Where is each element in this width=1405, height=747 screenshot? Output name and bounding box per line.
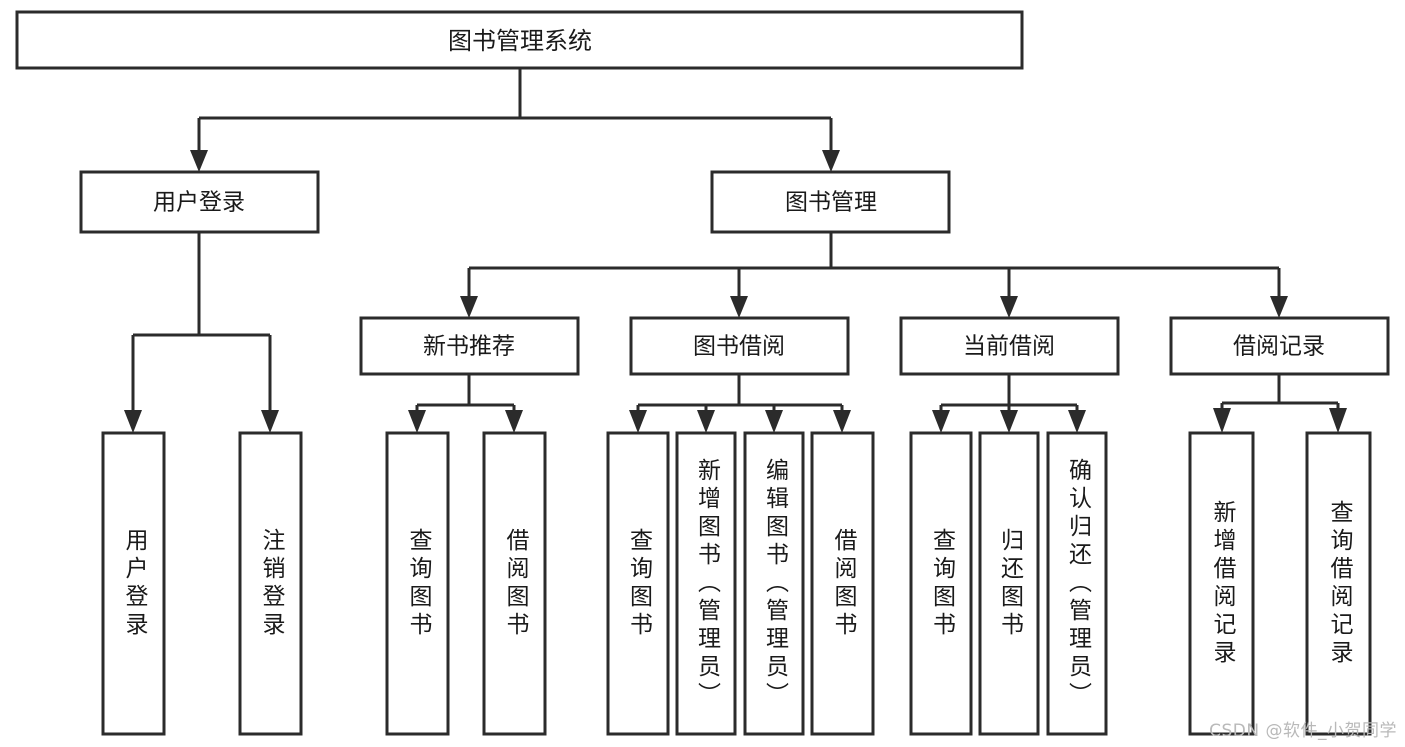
leaf-box-book-borrow-3[interactable] <box>743 431 805 736</box>
arrowhead-leaf-new-book-1 <box>408 410 426 433</box>
leaf-box-user-login-1[interactable] <box>101 431 166 736</box>
arrowhead-leaf-new-book-2 <box>505 410 523 433</box>
leaf-boxes-user-login <box>101 431 303 736</box>
arrowhead-book-manage <box>822 150 840 172</box>
node-book-manage-box[interactable] <box>710 170 951 234</box>
leaf-box-book-borrow-1[interactable] <box>606 431 670 736</box>
connector-group-book-borrow <box>629 374 851 433</box>
arrowhead-leaf-current-borrow-2 <box>1000 410 1018 433</box>
leaf-boxes-new-book-recommend <box>385 431 547 736</box>
connector-group-root <box>190 68 840 172</box>
leaf-boxes-borrow-record <box>1188 431 1372 736</box>
node-root-label: 图书管理系统 <box>448 27 592 55</box>
node-book-borrow-label: 图书借阅 <box>693 334 785 360</box>
arrowhead-current-borrow <box>1000 296 1018 318</box>
node-borrow-record-box[interactable] <box>1169 316 1390 376</box>
arrowhead-leaf-book-borrow-3 <box>765 410 783 433</box>
leaf-box-borrow-record-2[interactable] <box>1305 431 1372 736</box>
leaf-boxes-current-borrow <box>909 431 1108 736</box>
node-user-login-label: 用户登录 <box>153 190 245 216</box>
node-root-box[interactable] <box>15 10 1024 70</box>
connector-group-new-book <box>408 374 523 433</box>
arrowhead-leaf-user-login-1 <box>124 410 142 433</box>
connector-group-current-borrow <box>932 374 1086 433</box>
leaf-box-book-borrow-4[interactable] <box>810 431 875 736</box>
arrowhead-leaf-book-borrow-1 <box>629 410 647 433</box>
leaf-box-borrow-record-1[interactable] <box>1188 431 1255 736</box>
node-current-borrow-label: 当前借阅 <box>963 334 1055 360</box>
node-book-manage-label: 图书管理 <box>785 190 877 216</box>
leaf-box-current-borrow-1[interactable] <box>909 431 973 736</box>
leaf-box-book-borrow-2[interactable] <box>675 431 737 736</box>
node-book-borrow-box[interactable] <box>629 316 850 376</box>
arrowhead-leaf-book-borrow-4 <box>833 410 851 433</box>
leaf-box-current-borrow-3[interactable] <box>1046 431 1108 736</box>
leaf-box-user-login-2[interactable] <box>238 431 303 736</box>
arrowhead-leaf-current-borrow-1 <box>932 410 950 433</box>
arrowhead-leaf-borrow-record-1 <box>1213 408 1231 433</box>
connector-group-book-manage <box>460 232 1288 318</box>
node-book-borrow[interactable]: 图书借阅 <box>629 316 850 376</box>
node-current-borrow-box[interactable] <box>899 316 1120 376</box>
node-borrow-record-label: 借阅记录 <box>1233 334 1325 360</box>
node-user-login[interactable]: 用户登录 <box>79 170 320 234</box>
node-current-borrow[interactable]: 当前借阅 <box>899 316 1120 376</box>
arrowhead-book-borrow <box>730 296 748 318</box>
arrowhead-user-login <box>190 150 208 172</box>
node-new-book-recommend[interactable]: 新书推荐 <box>359 316 580 376</box>
arrowhead-leaf-user-login-2 <box>261 410 279 433</box>
leaf-box-new-book-1[interactable] <box>385 431 450 736</box>
arrowhead-new-book <box>460 296 478 318</box>
leaf-box-new-book-2[interactable] <box>482 431 547 736</box>
arrowhead-leaf-current-borrow-3 <box>1068 410 1086 433</box>
connector-group-borrow-record <box>1213 374 1347 433</box>
csdn-watermark: CSDN @软件_小贺同学 <box>1209 721 1397 741</box>
connector-group-user-login <box>124 232 279 433</box>
leaf-box-current-borrow-2[interactable] <box>978 431 1040 736</box>
node-user-login-box[interactable] <box>79 170 320 234</box>
node-root[interactable]: 图书管理系统 <box>15 10 1024 70</box>
arrowhead-leaf-borrow-record-2 <box>1329 408 1347 433</box>
arrowhead-leaf-book-borrow-2 <box>697 410 715 433</box>
node-new-book-recommend-label: 新书推荐 <box>423 334 515 360</box>
leaf-boxes-book-borrow <box>606 431 875 736</box>
node-borrow-record[interactable]: 借阅记录 <box>1169 316 1390 376</box>
node-new-book-recommend-box[interactable] <box>359 316 580 376</box>
node-book-manage[interactable]: 图书管理 <box>710 170 951 234</box>
arrowhead-borrow-record <box>1270 296 1288 318</box>
